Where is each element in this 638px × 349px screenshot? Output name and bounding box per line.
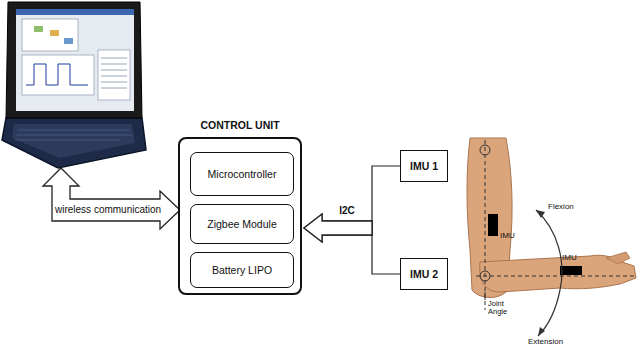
box-text: Battery LIPO: [212, 264, 272, 276]
battery-box: Battery LIPO: [190, 252, 294, 288]
imu-box: IMU 1: [400, 150, 448, 182]
box-text: Zigbee Module: [207, 218, 276, 230]
bus-label: I2C: [339, 205, 355, 216]
angle-label: Joint Angle: [488, 300, 518, 317]
motion-label: Extension: [528, 338, 563, 347]
motion-label: Flexion: [548, 203, 574, 212]
box-text: IMU 1: [410, 160, 438, 172]
box-text: IMU 2: [410, 268, 438, 280]
control-unit-box: CONTROL UNITMicrocontrollerZigbee Module…: [178, 137, 302, 295]
sensor-label: IMU: [500, 232, 515, 241]
bus-connector: [304, 214, 400, 274]
bus-connector: [304, 166, 400, 242]
zigbee-box: Zigbee Module: [190, 204, 294, 244]
imu-box: IMU 2: [400, 258, 448, 290]
box-text: Microcontroller: [208, 168, 277, 180]
box-heading: CONTROL UNIT: [180, 119, 300, 131]
arm-illustration: [467, 138, 636, 336]
wireless-arrow: [43, 168, 180, 229]
laptop-illustration: [2, 2, 146, 168]
microcontroller-box: Microcontroller: [190, 152, 294, 196]
sensor-label: IMU: [562, 254, 577, 263]
link-label: wireless communication: [55, 204, 161, 215]
